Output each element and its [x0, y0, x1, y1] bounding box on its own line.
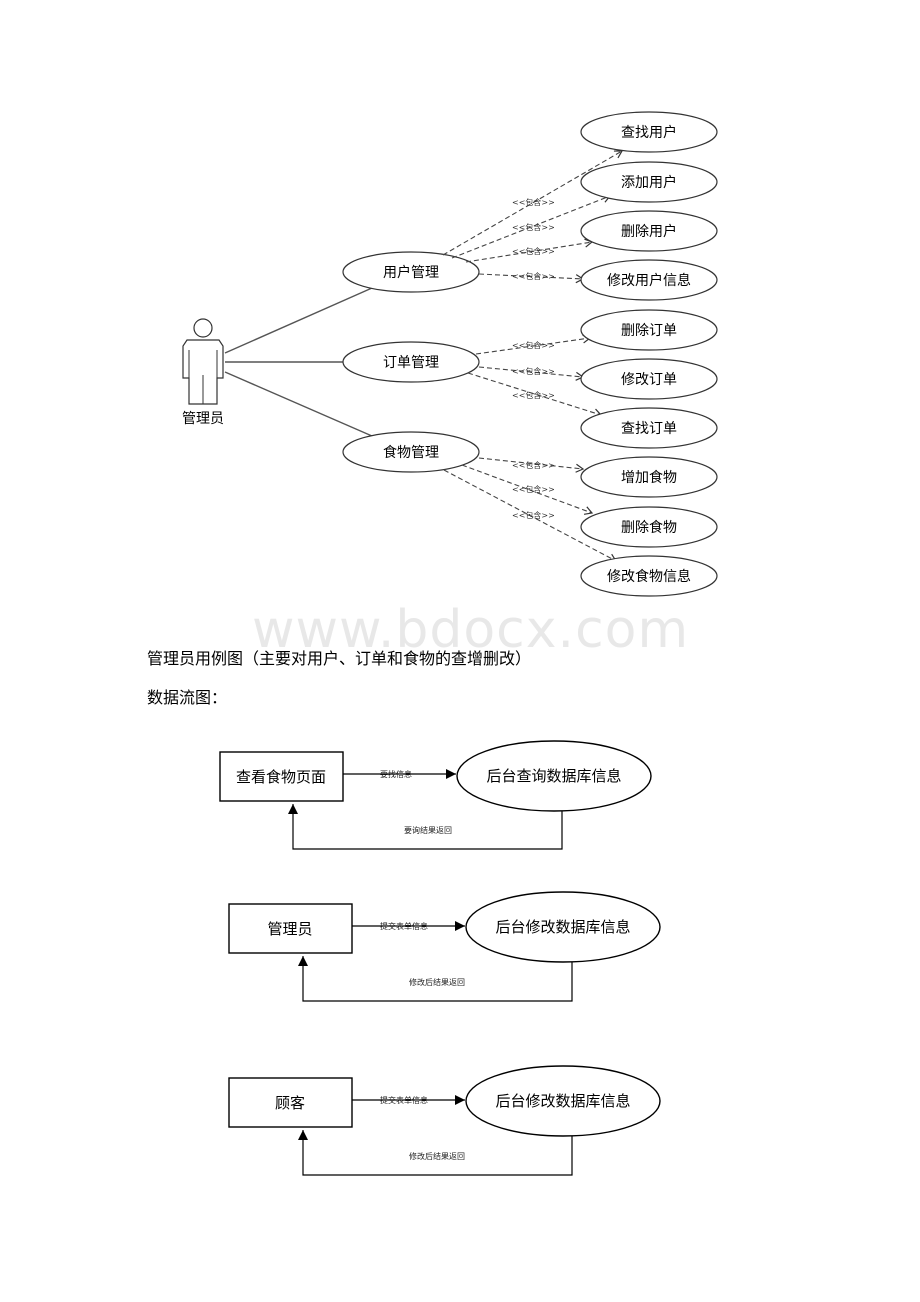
- response-arrow: [298, 1130, 573, 1176]
- use-case-find-user[interactable]: 查找用户: [580, 111, 718, 153]
- source-label: 管理员: [267, 920, 312, 938]
- associations: [224, 287, 373, 437]
- use-case-label: 订单管理: [383, 355, 439, 371]
- use-case-edit-food-info[interactable]: 修改食物信息: [580, 555, 718, 597]
- use-case-add-user[interactable]: 添加用户: [580, 161, 718, 203]
- use-case-delete-food[interactable]: 删除食物: [580, 506, 718, 548]
- use-case-label: 用户管理: [383, 264, 439, 281]
- use-case-label: 修改食物信息: [607, 568, 691, 585]
- include-label: <<包含>>: [512, 246, 555, 256]
- include-label: <<包含>>: [512, 510, 555, 520]
- response-label: 修改后结果返回: [409, 1151, 465, 1161]
- actor: 管理员: [182, 318, 224, 427]
- use-case-edit-user-info[interactable]: 修改用户信息: [580, 259, 718, 301]
- use-case-label: 删除用户: [621, 223, 677, 240]
- data-flow-2: 管理员 后台修改数据库信息 提交表单信息 修改后结果返回: [228, 891, 661, 1002]
- request-label: 提交表单信息: [380, 1095, 428, 1105]
- request-label: 提交表单信息: [380, 921, 428, 931]
- use-case-label: 添加用户: [621, 174, 677, 191]
- use-case-food-management[interactable]: 食物管理: [342, 431, 480, 473]
- process-label: 后台查询数据库信息: [486, 767, 621, 785]
- include-relations: [442, 150, 624, 562]
- use-case-order-management[interactable]: 订单管理: [342, 341, 480, 383]
- use-case-label: 删除订单: [621, 323, 677, 339]
- use-case-label: 食物管理: [383, 444, 439, 461]
- use-case-find-order[interactable]: 查找订单: [580, 407, 718, 449]
- include-label: <<包含>>: [512, 271, 555, 281]
- source-label: 顾客: [275, 1094, 305, 1112]
- use-case-label: 查找订单: [621, 421, 677, 437]
- use-case-label: 修改订单: [621, 372, 677, 388]
- figure-caption: 管理员用例图（主要对用户、订单和食物的查增删改）: [147, 649, 532, 668]
- use-case-label: 增加食物: [621, 469, 677, 486]
- process-label: 后台修改数据库信息: [495, 1092, 630, 1110]
- source-box[interactable]: [228, 1077, 353, 1128]
- dfd-heading: 数据流图：: [147, 688, 228, 707]
- process-ellipse[interactable]: [465, 1065, 661, 1137]
- actor-label: 管理员: [182, 411, 224, 427]
- source-box[interactable]: [228, 903, 353, 954]
- use-case-delete-order[interactable]: 删除订单: [580, 309, 718, 351]
- use-case-edit-order[interactable]: 修改订单: [580, 358, 718, 400]
- use-case-label: 修改用户信息: [607, 272, 691, 289]
- data-flow-1: 查看食物页面 后台查询数据库信息 要找信息 要询结果返回: [219, 740, 652, 850]
- include-label: <<包含>>: [512, 390, 555, 400]
- include-label: <<包含>>: [512, 366, 555, 376]
- include-labels: <<包含>> <<包含>> <<包含>> <<包含>> <<包含>> <<包含>…: [512, 197, 555, 520]
- data-flow-3: 顾客 后台修改数据库信息 提交表单信息 修改后结果返回: [228, 1065, 661, 1176]
- response-label: 修改后结果返回: [409, 977, 465, 987]
- included-use-cases: 查找用户 添加用户 删除用户 修改用户信息 删除订单 修改订单 查找订单 增加: [580, 111, 718, 597]
- use-case-label: 查找用户: [621, 124, 677, 141]
- include-label: <<包含>>: [512, 222, 555, 232]
- response-label: 要询结果返回: [404, 825, 452, 835]
- use-case-label: 删除食物: [621, 519, 677, 536]
- include-label: <<包含>>: [512, 340, 555, 350]
- response-arrow: [298, 956, 573, 1002]
- use-case-delete-user[interactable]: 删除用户: [580, 210, 718, 252]
- process-label: 后台修改数据库信息: [495, 918, 630, 936]
- include-label: <<包含>>: [512, 197, 555, 207]
- source-label: 查看食物页面: [236, 768, 326, 786]
- include-label: <<包含>>: [512, 460, 555, 470]
- process-ellipse[interactable]: [456, 740, 652, 812]
- process-ellipse[interactable]: [465, 891, 661, 963]
- use-case-add-food[interactable]: 增加食物: [580, 456, 718, 498]
- watermark: www.bdocx.com: [252, 600, 690, 660]
- source-box[interactable]: [219, 751, 344, 802]
- include-label: <<包含>>: [512, 484, 555, 494]
- use-case-user-management[interactable]: 用户管理: [342, 251, 480, 293]
- request-label: 要找信息: [380, 769, 412, 779]
- response-arrow: [288, 804, 563, 850]
